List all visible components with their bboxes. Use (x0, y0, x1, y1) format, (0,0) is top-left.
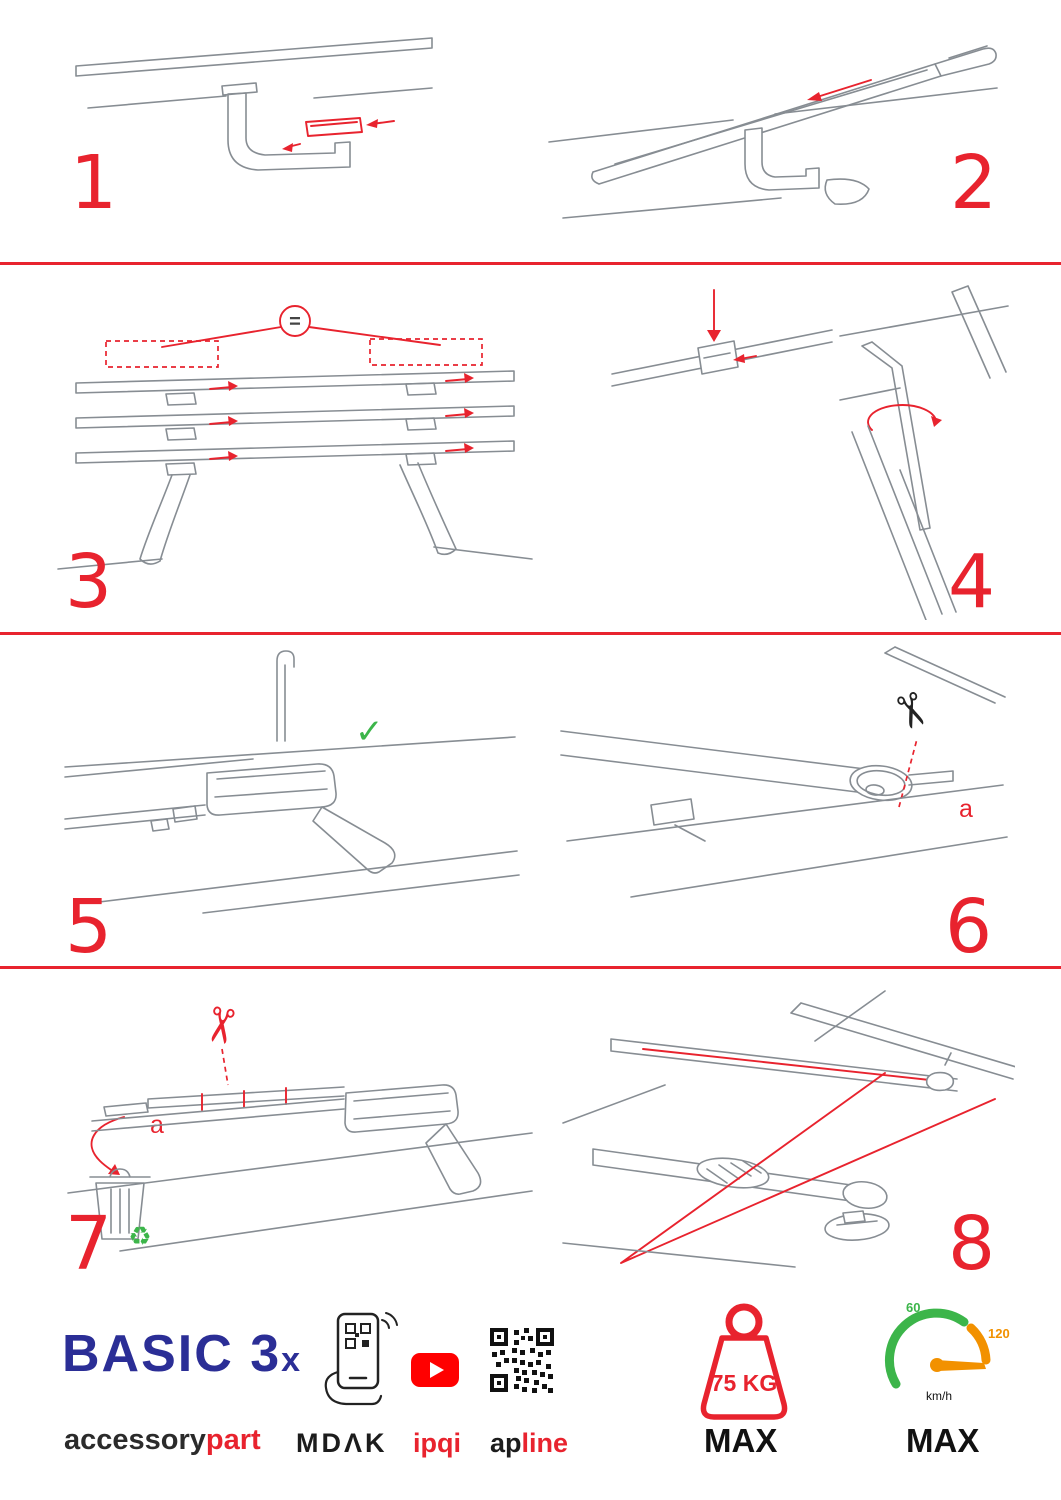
brand-subtitle: accessorypart (64, 1424, 261, 1457)
brand-x: x (281, 1341, 303, 1379)
clamp-hook (227, 92, 351, 171)
speed-tick-120: 120 (988, 1326, 1010, 1341)
excess-strap (908, 770, 954, 786)
step-4-illustration (611, 285, 1009, 620)
cut-line (898, 738, 918, 808)
step-number-6: 6 (945, 884, 993, 970)
trash-bin-icon: ♻ (89, 1168, 152, 1252)
apline-red: line (521, 1428, 569, 1458)
step-3-panel: = 3 (0, 265, 540, 632)
brand-sub-black: accessory (64, 1424, 206, 1456)
step-number-1: 1 (70, 140, 118, 226)
partner-ipqi-label: ipqi (413, 1428, 461, 1458)
apline-black: ap (490, 1428, 522, 1458)
speed-tick-60: 60 (906, 1300, 920, 1315)
strap (147, 1086, 345, 1109)
section-divider (0, 632, 1061, 635)
step-2-illustration (548, 45, 998, 219)
brand-main: BASIC 3 (62, 1325, 282, 1383)
step-number-7: 7 (65, 1201, 113, 1287)
step-1-illustration (75, 37, 433, 171)
step-number-3: 3 (65, 539, 113, 625)
bracket (697, 340, 739, 375)
step-2-panel: 2 (530, 0, 1061, 262)
measure-box-left (105, 340, 219, 368)
discard-arrow (90, 1116, 125, 1173)
clamp-housing (344, 1084, 459, 1133)
step-3-illustration: = (57, 305, 533, 570)
section-divider (0, 966, 1061, 969)
clamp-hook (744, 127, 820, 191)
pointer-lines (620, 1072, 996, 1264)
crossbar-1 (75, 370, 515, 394)
needle (936, 1360, 986, 1371)
step-8-illustration (562, 990, 1015, 1268)
speed-unit: km/h (926, 1389, 952, 1403)
qr-code-icon (490, 1328, 554, 1393)
partner-apline-label: apline (490, 1428, 568, 1459)
speedometer-icon: 60 120 km/h (885, 1300, 1010, 1403)
measure-box-right (369, 338, 483, 366)
rotate-arrow (867, 404, 937, 431)
hook-arm (312, 806, 396, 874)
step-1-panel: 1 (0, 0, 530, 262)
step-number-5: 5 (65, 884, 113, 970)
section-divider (0, 262, 1061, 265)
insert-down-arrow (707, 330, 721, 342)
crossbar (560, 730, 866, 794)
step-number-8: 8 (948, 1201, 996, 1287)
scissors-icon: ✂ (189, 1001, 251, 1050)
strap-buckle (925, 1071, 955, 1092)
step-4-panel: 4 (540, 265, 1061, 632)
weight-max-label: MAX (704, 1422, 778, 1459)
allen-key (861, 341, 931, 531)
phone-qr-icon (324, 1312, 398, 1406)
rubber-pad (305, 117, 363, 137)
youtube-icon (411, 1353, 459, 1387)
partner-mdak-label: MDΛK (296, 1428, 388, 1458)
t-bolt-piece (824, 1210, 890, 1241)
step-6-panel: ✂ a 6 (530, 635, 1061, 966)
step-7-illustration: ✂ a ♻ (67, 1001, 533, 1252)
step-6-illustration: ✂ a (560, 646, 1008, 898)
brand-logo: BASIC 3x (62, 1325, 303, 1383)
recycle-icon: ♻ (128, 1222, 151, 1252)
step-8-panel: 8 (540, 969, 1061, 1299)
step-number-2: 2 (950, 140, 998, 226)
slide-arrow (807, 92, 822, 101)
cover-piece (824, 178, 870, 206)
equal-sign: = (289, 311, 301, 333)
hook-arm (425, 1123, 482, 1195)
equal-spacing-indicator (279, 305, 311, 337)
insert-arrow (366, 119, 378, 128)
step-5-illustration: ✓ (64, 650, 520, 914)
step-7-panel: ✂ a ♻ 7 (0, 969, 540, 1299)
step-number-4: 4 (948, 539, 996, 625)
crossbar-3 (75, 440, 515, 464)
crossbar-front (610, 1038, 958, 1092)
t-slot-adapter (696, 1157, 770, 1189)
cut-off-piece (103, 1102, 149, 1117)
foot-left (139, 474, 191, 565)
strap (276, 650, 295, 742)
brand-sub-red: part (205, 1424, 261, 1456)
end-cap (934, 47, 997, 77)
speed-max-label: MAX (906, 1422, 980, 1459)
foot-right (399, 462, 457, 556)
max-weight-icon: 75 KG (700, 1303, 788, 1420)
step-5-panel: ✓ 5 (0, 635, 530, 966)
weight-value: 75 KG (711, 1370, 777, 1396)
crossbar-2 (75, 405, 515, 429)
scissors-icon: ✂ (879, 684, 943, 739)
cut-label-a: a (959, 795, 973, 823)
